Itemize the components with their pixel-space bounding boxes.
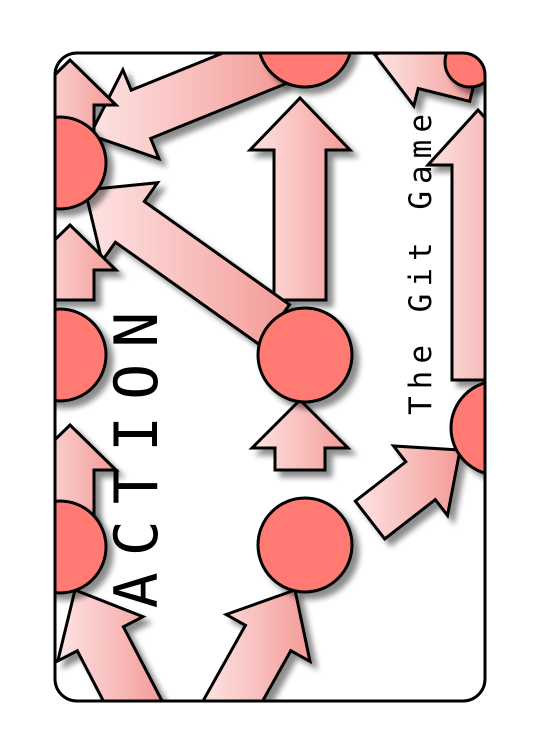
commit-node	[55, 115, 108, 211]
graph-arrow	[55, 422, 120, 522]
graph-arrow	[200, 588, 313, 701]
commit-node	[443, 53, 485, 89]
commit-node	[256, 53, 354, 89]
graph-arrow	[248, 397, 352, 472]
graph-arrow	[372, 53, 483, 110]
graph-arrow	[55, 587, 166, 701]
commit-node	[55, 307, 108, 403]
commit-node	[145, 705, 225, 756]
graph-arrow	[353, 444, 462, 542]
commit-node	[449, 379, 485, 477]
commit-node	[55, 499, 108, 595]
graph-arrow	[424, 107, 485, 382]
graph-arrow	[55, 222, 120, 302]
graph-arrow	[83, 180, 292, 348]
game-title: The Git Game	[403, 107, 439, 415]
commit-node	[256, 496, 354, 594]
graph-arrow	[87, 53, 287, 162]
graph-arrow	[55, 57, 120, 142]
card-type-label: ACTION	[102, 296, 172, 609]
commit-graph	[55, 53, 485, 756]
graph-arrow	[246, 95, 354, 302]
commit-node	[256, 306, 354, 404]
card-border	[53, 51, 487, 703]
